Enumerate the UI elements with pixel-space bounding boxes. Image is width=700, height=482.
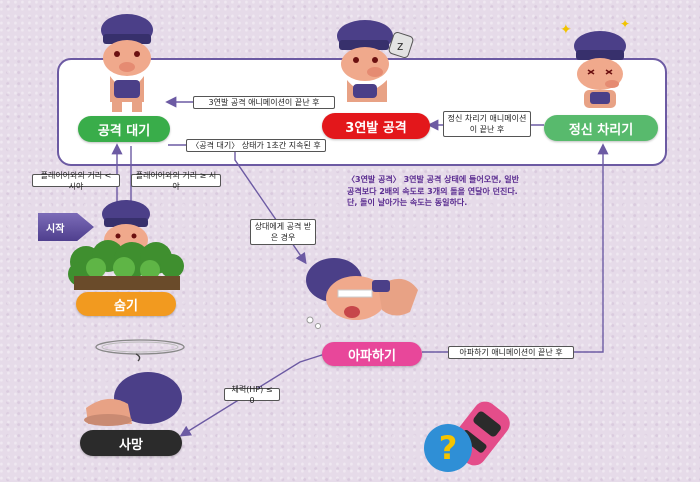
question-mark-icon: ?	[424, 424, 472, 472]
triple-attack-note: 〈3연발 공격〉 3연발 공격 상태에 들어오면, 일반 공격보다 2배의 속도…	[347, 175, 520, 207]
pig-hiding-bush	[68, 200, 184, 290]
pig-triple-attack: z	[337, 20, 414, 102]
state-hurt: 아파하기	[322, 342, 422, 366]
state-attack-wait: 공격 대기	[78, 116, 170, 142]
svg-text:z: z	[397, 39, 403, 53]
state-death: 사망	[80, 430, 182, 456]
svg-text:✦: ✦	[560, 22, 572, 38]
svg-text:✦: ✦	[620, 17, 630, 31]
pig-hurt	[306, 258, 418, 329]
label-wait-to-triple: 〈공격 대기〉 상태가 1초간 지속된 후	[186, 139, 326, 152]
pig-attack-wait	[101, 14, 153, 112]
label-hide-to-wait: 플레이어와의 거리 < 시야	[32, 171, 120, 191]
label-wait-to-hide: 플레이어와의 거리 ≥ 시야	[131, 171, 221, 191]
dizzy-halo	[95, 339, 185, 362]
label-triple-to-wait: 3연발 공격 애니메이션이 끝난 후	[193, 96, 335, 109]
pig-dead	[84, 372, 182, 426]
label-wait-to-hurt: 상대에게 공격 받은 경우	[250, 219, 316, 245]
state-triple-attack: 3연발 공격	[322, 113, 430, 139]
state-hide: 숨기	[76, 292, 176, 316]
label-recover-to-triple: 정신 차리기 애니메이션이 끝난 후	[443, 111, 531, 137]
state-recover: 정신 차리기	[544, 115, 658, 141]
pig-dizzy: ✦ ✦	[560, 17, 630, 108]
label-hurt-to-recover: 아파하기 애니메이션이 끝난 후	[448, 346, 574, 359]
label-hurt-to-death: 체력(HP) ≤ 0	[224, 385, 280, 405]
